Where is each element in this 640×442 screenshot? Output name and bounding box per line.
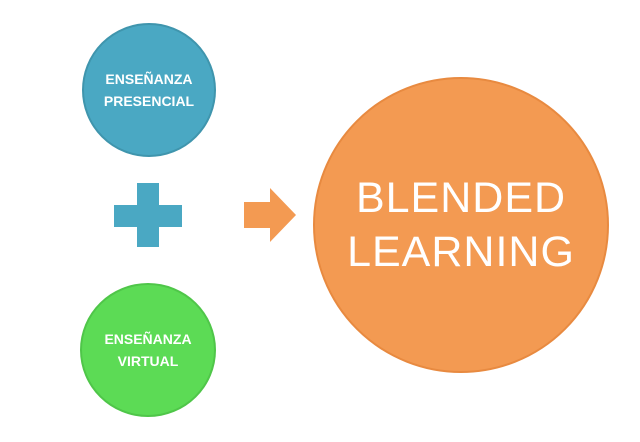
circle-ensenanza-virtual: ENSEÑANZA VIRTUAL — [80, 283, 216, 417]
circle-blended-learning: BLENDED LEARNING — [313, 77, 609, 373]
virtual-label: ENSEÑANZA VIRTUAL — [104, 331, 192, 369]
arrow-right-icon — [244, 188, 296, 242]
plus-vertical-bar — [137, 183, 159, 247]
blended-learning-label: BLENDED LEARNING — [347, 174, 575, 276]
circle-ensenanza-presencial: ENSEÑANZA PRESENCIAL — [82, 23, 216, 157]
presencial-label: ENSEÑANZA PRESENCIAL — [103, 71, 195, 109]
plus-icon — [114, 183, 182, 247]
